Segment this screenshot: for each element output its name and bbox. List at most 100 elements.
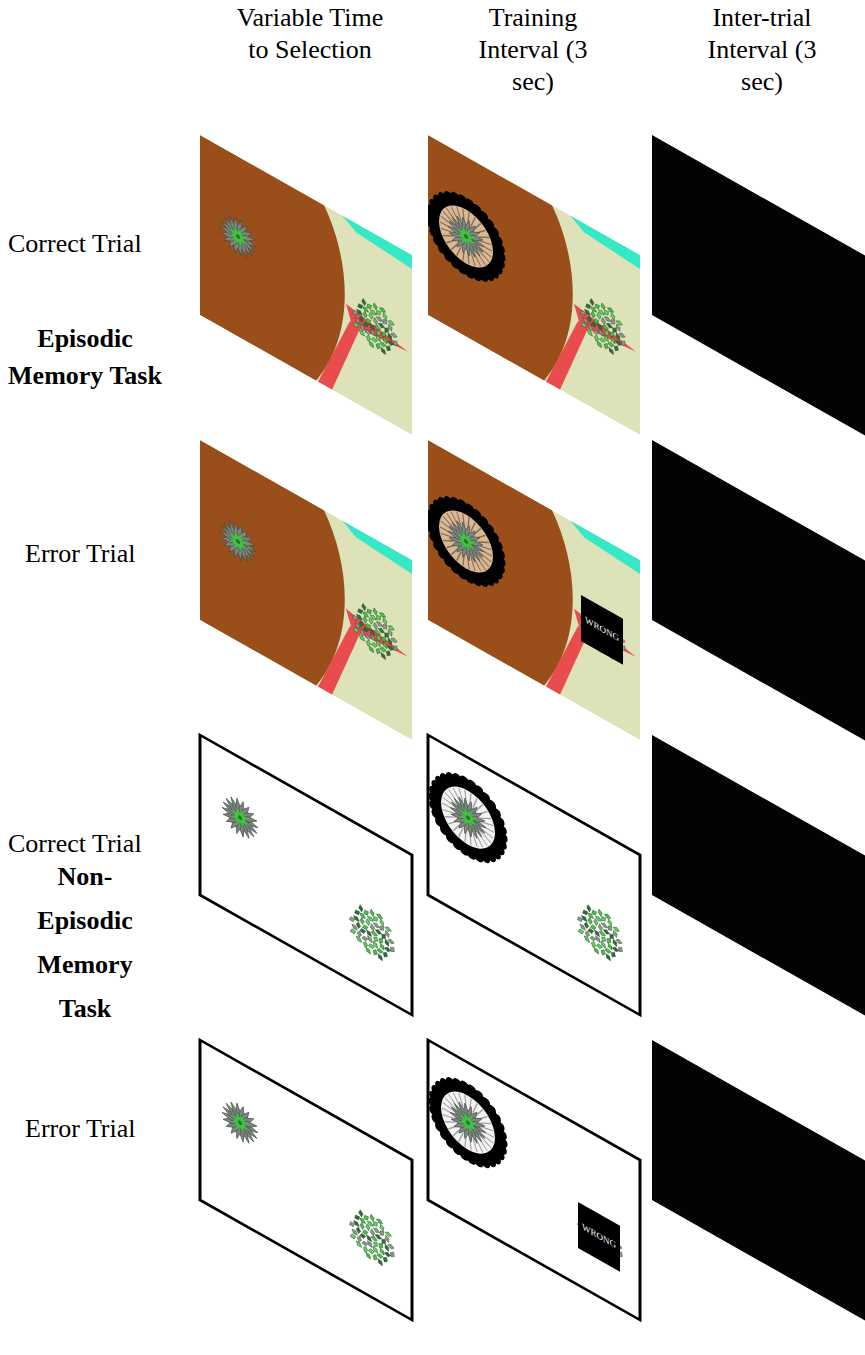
stimulus-fleck	[364, 329, 372, 335]
scene-brown-region	[428, 135, 573, 397]
stimulus-fleck	[392, 339, 399, 347]
stimulus-fleck	[586, 904, 592, 912]
ring-spoke	[449, 1121, 458, 1134]
stimulus-fleck	[379, 341, 386, 348]
trial-panel	[652, 135, 865, 436]
stimulus-fleck	[610, 950, 616, 959]
stimulus-fleck	[376, 1258, 384, 1266]
stimulus-fleck	[619, 331, 626, 339]
stimulus-fleck	[607, 341, 614, 348]
blank-screen	[652, 440, 865, 741]
stimulus-fleck	[379, 306, 386, 314]
ring-spoke	[449, 816, 458, 829]
stimulus-fleck	[369, 909, 375, 917]
stimulus-fleck	[590, 909, 598, 916]
stimulus-fleck	[355, 935, 363, 944]
stimulus-fleck	[593, 929, 601, 938]
scene-ground	[428, 135, 640, 435]
sample-stimulus	[450, 1094, 486, 1151]
sample-stimulus	[448, 513, 484, 570]
trial-panel	[428, 1040, 640, 1320]
ring-spoke	[480, 248, 492, 257]
scene-red-wedge	[318, 303, 360, 406]
stimulus-fleck	[387, 644, 394, 651]
column-heading: Variable Time to Selection	[232, 2, 388, 66]
ring-spoke	[476, 225, 485, 238]
stimulus-fleck	[604, 315, 611, 324]
stimulus-fleck	[373, 921, 380, 930]
stimulus-fleck	[589, 298, 595, 306]
stimulus-fleck	[617, 945, 624, 953]
ring-inside	[441, 1080, 495, 1165]
stimulus-fleck	[353, 909, 361, 915]
stimulus-centre	[238, 815, 242, 821]
plain-ground	[428, 1040, 640, 1320]
stimulus-fleck	[583, 935, 591, 944]
plain-ground	[200, 735, 412, 1015]
panel-content	[200, 135, 412, 435]
stimulus-fleck	[584, 303, 592, 309]
stimulus-fleck	[358, 904, 364, 912]
sample-stimulus	[220, 208, 256, 265]
stimulus-fleck	[379, 611, 386, 619]
stimulus-fleck	[379, 919, 386, 927]
stimulus-fleck	[384, 946, 391, 953]
stimulus-fleck	[391, 331, 398, 339]
ring-spoke	[447, 540, 456, 553]
stimulus-fleck	[376, 912, 383, 920]
stimulus-fleck	[597, 909, 603, 917]
trial-panel	[652, 1040, 865, 1321]
stimulus-fleck	[596, 323, 604, 332]
stimulus-fleck	[379, 1224, 386, 1232]
stimulus-fleck	[363, 1245, 368, 1254]
stimulus-fleck	[371, 642, 378, 649]
stimulus-fleck	[358, 633, 366, 642]
selection-ring	[428, 175, 506, 299]
row-label: Error Trial	[25, 538, 136, 570]
row-label: Correct Trial	[8, 228, 142, 260]
stimulus-fleck	[349, 1234, 357, 1239]
panel-outline	[200, 735, 412, 1015]
scene-brown-region	[200, 135, 345, 397]
stimulus-fleck	[385, 1230, 392, 1238]
stimulus-centre	[238, 1120, 242, 1126]
stimulus-fleck	[379, 646, 386, 653]
feedback-text: WRONG	[585, 614, 619, 644]
stimulus-fleck	[348, 916, 356, 922]
ring-spoke	[476, 530, 485, 543]
stimulus-fleck	[365, 1234, 373, 1243]
stimulus-fleck	[580, 322, 588, 327]
stimulus-fleck	[356, 303, 364, 309]
ring-band	[433, 185, 499, 288]
stimulus-fleck	[375, 647, 381, 656]
trial-panel	[200, 735, 412, 1015]
stimulus-fleck	[373, 1226, 380, 1235]
choice-stimulus	[579, 594, 627, 668]
stimulus-fleck	[372, 1253, 378, 1262]
stimulus-fleck	[592, 329, 600, 335]
stimulus-fleck	[375, 342, 381, 351]
stimulus-fleck	[604, 953, 612, 961]
stimulus-fleck	[368, 628, 376, 637]
stimulus-fleck	[349, 929, 357, 934]
column-heading: Training Interval (3 sec)	[470, 2, 596, 98]
panel-outline	[428, 735, 640, 1015]
stimulus-fleck	[595, 340, 603, 349]
stimulus-fleck	[365, 929, 373, 938]
stimulus-fleck	[577, 929, 585, 934]
stimulus-fleck	[607, 347, 615, 355]
stimulus-fleck	[367, 645, 375, 654]
sample-stimulus	[222, 789, 258, 846]
ring-spoke	[480, 553, 492, 562]
ring-inside	[439, 194, 493, 279]
ring-inside	[439, 499, 493, 584]
scene-ground	[200, 135, 412, 435]
choice-stimulus	[351, 289, 399, 363]
stimulus-fleck	[594, 334, 599, 343]
trial-panel	[200, 440, 412, 740]
stimulus-fleck	[610, 312, 617, 320]
stimulus-fleck	[356, 608, 364, 614]
blank-screen	[652, 135, 865, 436]
